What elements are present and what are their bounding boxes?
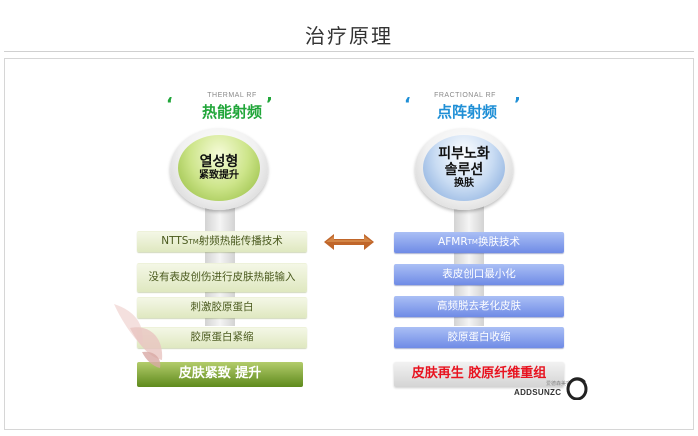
- watermark-brand: ADDSUNZC: [514, 388, 561, 397]
- thermal-step-1-brand: NTTS: [161, 235, 188, 248]
- fractional-result: 皮肤再生 胶原纤维重组: [394, 362, 564, 387]
- fractional-step-3: 高频脱去老化皮肤: [394, 296, 564, 317]
- thermal-circle-face: 열성형 紧致提升: [178, 135, 260, 201]
- thermal-step-1-tm: TM: [188, 238, 198, 247]
- fractional-step-1-brand: AFMR: [438, 236, 468, 249]
- fractional-circle-chinese: 换肤: [454, 178, 474, 190]
- fractional-step-1-tm: TM: [468, 238, 478, 247]
- left-quote-close: ’: [266, 94, 273, 115]
- double-arrow-icon: [324, 234, 374, 250]
- thermal-rf-sublabel: THERMAL RF: [172, 92, 292, 99]
- fractional-step-2: 表皮创口最小化: [394, 264, 564, 285]
- thermal-circle: 열성형 紧致提升: [170, 128, 268, 210]
- fractional-circle-face: 피부노화 솔루션 换肤: [423, 135, 505, 201]
- fractional-circle-korean-1: 피부노화: [438, 146, 490, 162]
- thermal-rf-title: 热能射频: [162, 101, 302, 122]
- thermal-circle-chinese: 紧致提升: [199, 170, 239, 182]
- right-quote-close: ’: [514, 94, 521, 115]
- fractional-step-4: 胶原蛋白收缩: [394, 327, 564, 348]
- thermal-step-2: 没有表皮创伤进行皮肤热能输入: [137, 263, 307, 292]
- fractional-step-1-label: 换肤技术: [478, 236, 520, 249]
- fractional-circle-korean-2: 솔루션: [445, 162, 484, 178]
- fractional-circle: 피부노화 솔루션 换肤: [415, 128, 513, 210]
- thermal-circle-korean: 열성형: [200, 154, 239, 170]
- title-divider: [4, 51, 694, 52]
- thermal-step-1-label: 射频热能传播技术: [199, 235, 283, 248]
- flower-decoration-icon: [112, 300, 172, 370]
- watermark-logo-icon: [566, 376, 588, 400]
- page-title: 治疗原理: [0, 20, 698, 49]
- fractional-rf-sublabel: FRACTIONAL RF: [405, 92, 525, 99]
